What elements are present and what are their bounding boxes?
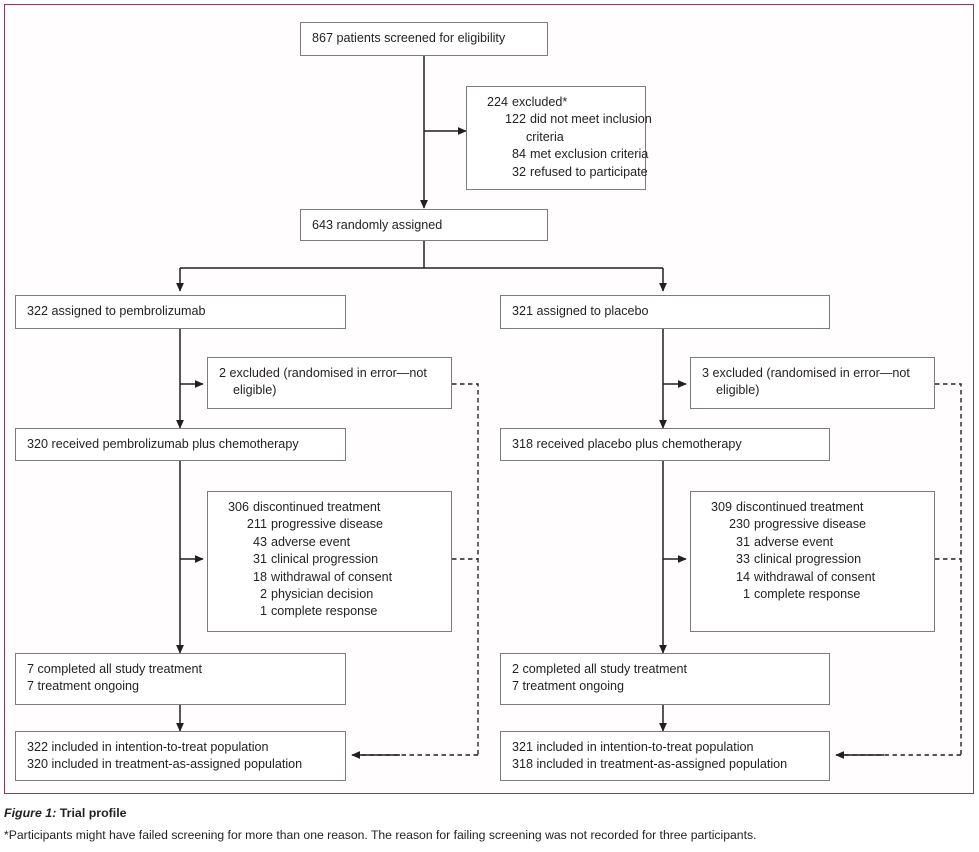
pembro-disc-item-label: adverse event: [271, 534, 351, 549]
pembro-completed-line2: 7 treatment ongoing: [27, 679, 140, 694]
excluded-item-num: 84: [511, 147, 526, 162]
pembro-assigned-text: 322 assigned to pembrolizumab: [27, 304, 206, 318]
pembro-disc-item-num: 18: [252, 569, 267, 584]
pembro-disc-item: 43 adverse event: [219, 534, 442, 551]
pembro-disc-item-num: 31: [252, 552, 267, 567]
excluded-item-label: did not meet inclusion: [530, 112, 652, 127]
node-placebo-excluded: 3 excluded (randomised in error—not elig…: [690, 357, 935, 409]
node-pembro-completed: 7 completed all study treatment 7 treatm…: [15, 653, 346, 705]
placebo-disc-item: 33 clinical progression: [702, 551, 925, 568]
placebo-disc-header: 309 discontinued treatment: [702, 499, 925, 516]
pembro-excluded-line1: 2 excluded (randomised in error—not: [219, 366, 427, 380]
excluded-item-label: refused to participate: [530, 164, 648, 179]
node-placebo-assigned: 321 assigned to placebo: [500, 295, 830, 329]
placebo-disc-item-label: clinical progression: [754, 552, 862, 567]
placebo-disc-header-label: discontinued treatment: [736, 500, 864, 514]
pembro-disc-item-num: 211: [246, 517, 267, 532]
placebo-disc-item-label: progressive disease: [754, 517, 867, 532]
excluded-item: 122 did not meet inclusion: [478, 111, 652, 128]
placebo-disc-item: 14 withdrawal of consent: [702, 569, 925, 586]
placebo-assigned-text: 321 assigned to placebo: [512, 304, 649, 318]
placebo-disc-item-num: 14: [735, 569, 750, 584]
pembro-excluded-line2: eligible): [233, 383, 277, 398]
placebo-disc-item-num: 33: [735, 552, 750, 567]
figure-footnote: *Participants might have failed screenin…: [4, 828, 757, 842]
pembro-disc-item-label: withdrawal of consent: [271, 569, 393, 584]
placebo-disc-item-label: withdrawal of consent: [754, 569, 876, 584]
excluded-item-label: met exclusion criteria: [530, 147, 649, 162]
excluded-header-label: excluded*: [512, 95, 568, 109]
excluded-header: 224 excluded*: [478, 94, 636, 111]
placebo-disc-item: 230 progressive disease: [702, 516, 925, 533]
placebo-itt-line2: 318 included in treatment-as-assigned po…: [512, 757, 788, 772]
node-screened: 867 patients screened for eligibility: [300, 22, 548, 56]
placebo-excluded-line1: 3 excluded (randomised in error—not: [702, 366, 910, 380]
excluded-item: 32 refused to participate: [478, 164, 648, 181]
pembro-disc-header-label: discontinued treatment: [253, 500, 381, 514]
figure-caption: Figure 1: Trial profile: [4, 806, 127, 820]
figure-caption-number: Figure 1:: [4, 806, 57, 820]
placebo-disc-item: 1 complete response: [702, 586, 925, 603]
excluded-item-num: 122: [504, 112, 526, 127]
figure-caption-title: Trial profile: [59, 806, 127, 820]
pembro-received-text: 320 received pembrolizumab plus chemothe…: [27, 437, 299, 451]
pembro-disc-item: 31 clinical progression: [219, 551, 442, 568]
placebo-excluded-line2: eligible): [716, 383, 760, 398]
pembro-disc-item-num: 2: [259, 586, 267, 601]
placebo-received-text: 318 received placebo plus chemotherapy: [512, 437, 742, 451]
pembro-itt-line1: 322 included in intention-to-treat popul…: [27, 740, 269, 754]
node-randomised: 643 randomly assigned: [300, 209, 548, 241]
excluded-item-num: 32: [511, 164, 526, 179]
placebo-itt-line1: 321 included in intention-to-treat popul…: [512, 740, 754, 754]
pembro-disc-item: 211 progressive disease: [219, 516, 442, 533]
excluded-item: 84 met exclusion criteria: [478, 146, 648, 163]
node-excluded: 224 excluded* 122 did not meet inclusion…: [466, 86, 652, 190]
pembro-disc-item-label: complete response: [271, 604, 378, 619]
node-placebo-discontinued: 309 discontinued treatment 230 progressi…: [690, 491, 935, 632]
excluded-item-wrap: criteria: [526, 129, 564, 144]
placebo-disc-item-label: complete response: [754, 586, 861, 601]
pembro-disc-item-label: progressive disease: [271, 517, 384, 532]
placebo-completed-line2: 7 treatment ongoing: [512, 679, 625, 694]
node-pembro-itt: 322 included in intention-to-treat popul…: [15, 731, 346, 781]
node-pembro-discontinued: 306 discontinued treatment 211 progressi…: [207, 491, 452, 632]
pembro-disc-header-num: 306: [227, 500, 249, 514]
node-placebo-completed: 2 completed all study treatment 7 treatm…: [500, 653, 830, 705]
pembro-disc-item-label: clinical progression: [271, 552, 379, 567]
placebo-disc-item-num: 31: [735, 534, 750, 549]
pembro-itt-line2: 320 included in treatment-as-assigned po…: [27, 757, 303, 772]
excluded-header-num: 224: [486, 95, 508, 109]
node-pembro-excluded: 2 excluded (randomised in error—not elig…: [207, 357, 452, 409]
node-pembro-assigned: 322 assigned to pembrolizumab: [15, 295, 346, 329]
node-randomised-text: 643 randomly assigned: [312, 218, 443, 232]
node-pembro-received: 320 received pembrolizumab plus chemothe…: [15, 428, 346, 461]
placebo-disc-header-num: 309: [710, 500, 732, 514]
placebo-disc-item-num: 230: [728, 517, 750, 532]
node-placebo-itt: 321 included in intention-to-treat popul…: [500, 731, 830, 781]
placebo-disc-item-label: adverse event: [754, 534, 834, 549]
pembro-disc-header: 306 discontinued treatment: [219, 499, 442, 516]
pembro-disc-item-num: 43: [252, 534, 267, 549]
placebo-disc-item-num: 1: [742, 586, 750, 601]
pembro-completed-line1: 7 completed all study treatment: [27, 662, 203, 676]
pembro-disc-item: 18 withdrawal of consent: [219, 569, 442, 586]
node-screened-text: 867 patients screened for eligibility: [312, 31, 506, 45]
pembro-disc-item-num: 1: [259, 604, 267, 619]
placebo-completed-line1: 2 completed all study treatment: [512, 662, 688, 676]
node-placebo-received: 318 received placebo plus chemotherapy: [500, 428, 830, 461]
pembro-disc-item-label: physician decision: [271, 586, 374, 601]
pembro-disc-item: 1 complete response: [219, 603, 442, 620]
placebo-disc-item: 31 adverse event: [702, 534, 925, 551]
pembro-disc-item: 2 physician decision: [219, 586, 442, 603]
